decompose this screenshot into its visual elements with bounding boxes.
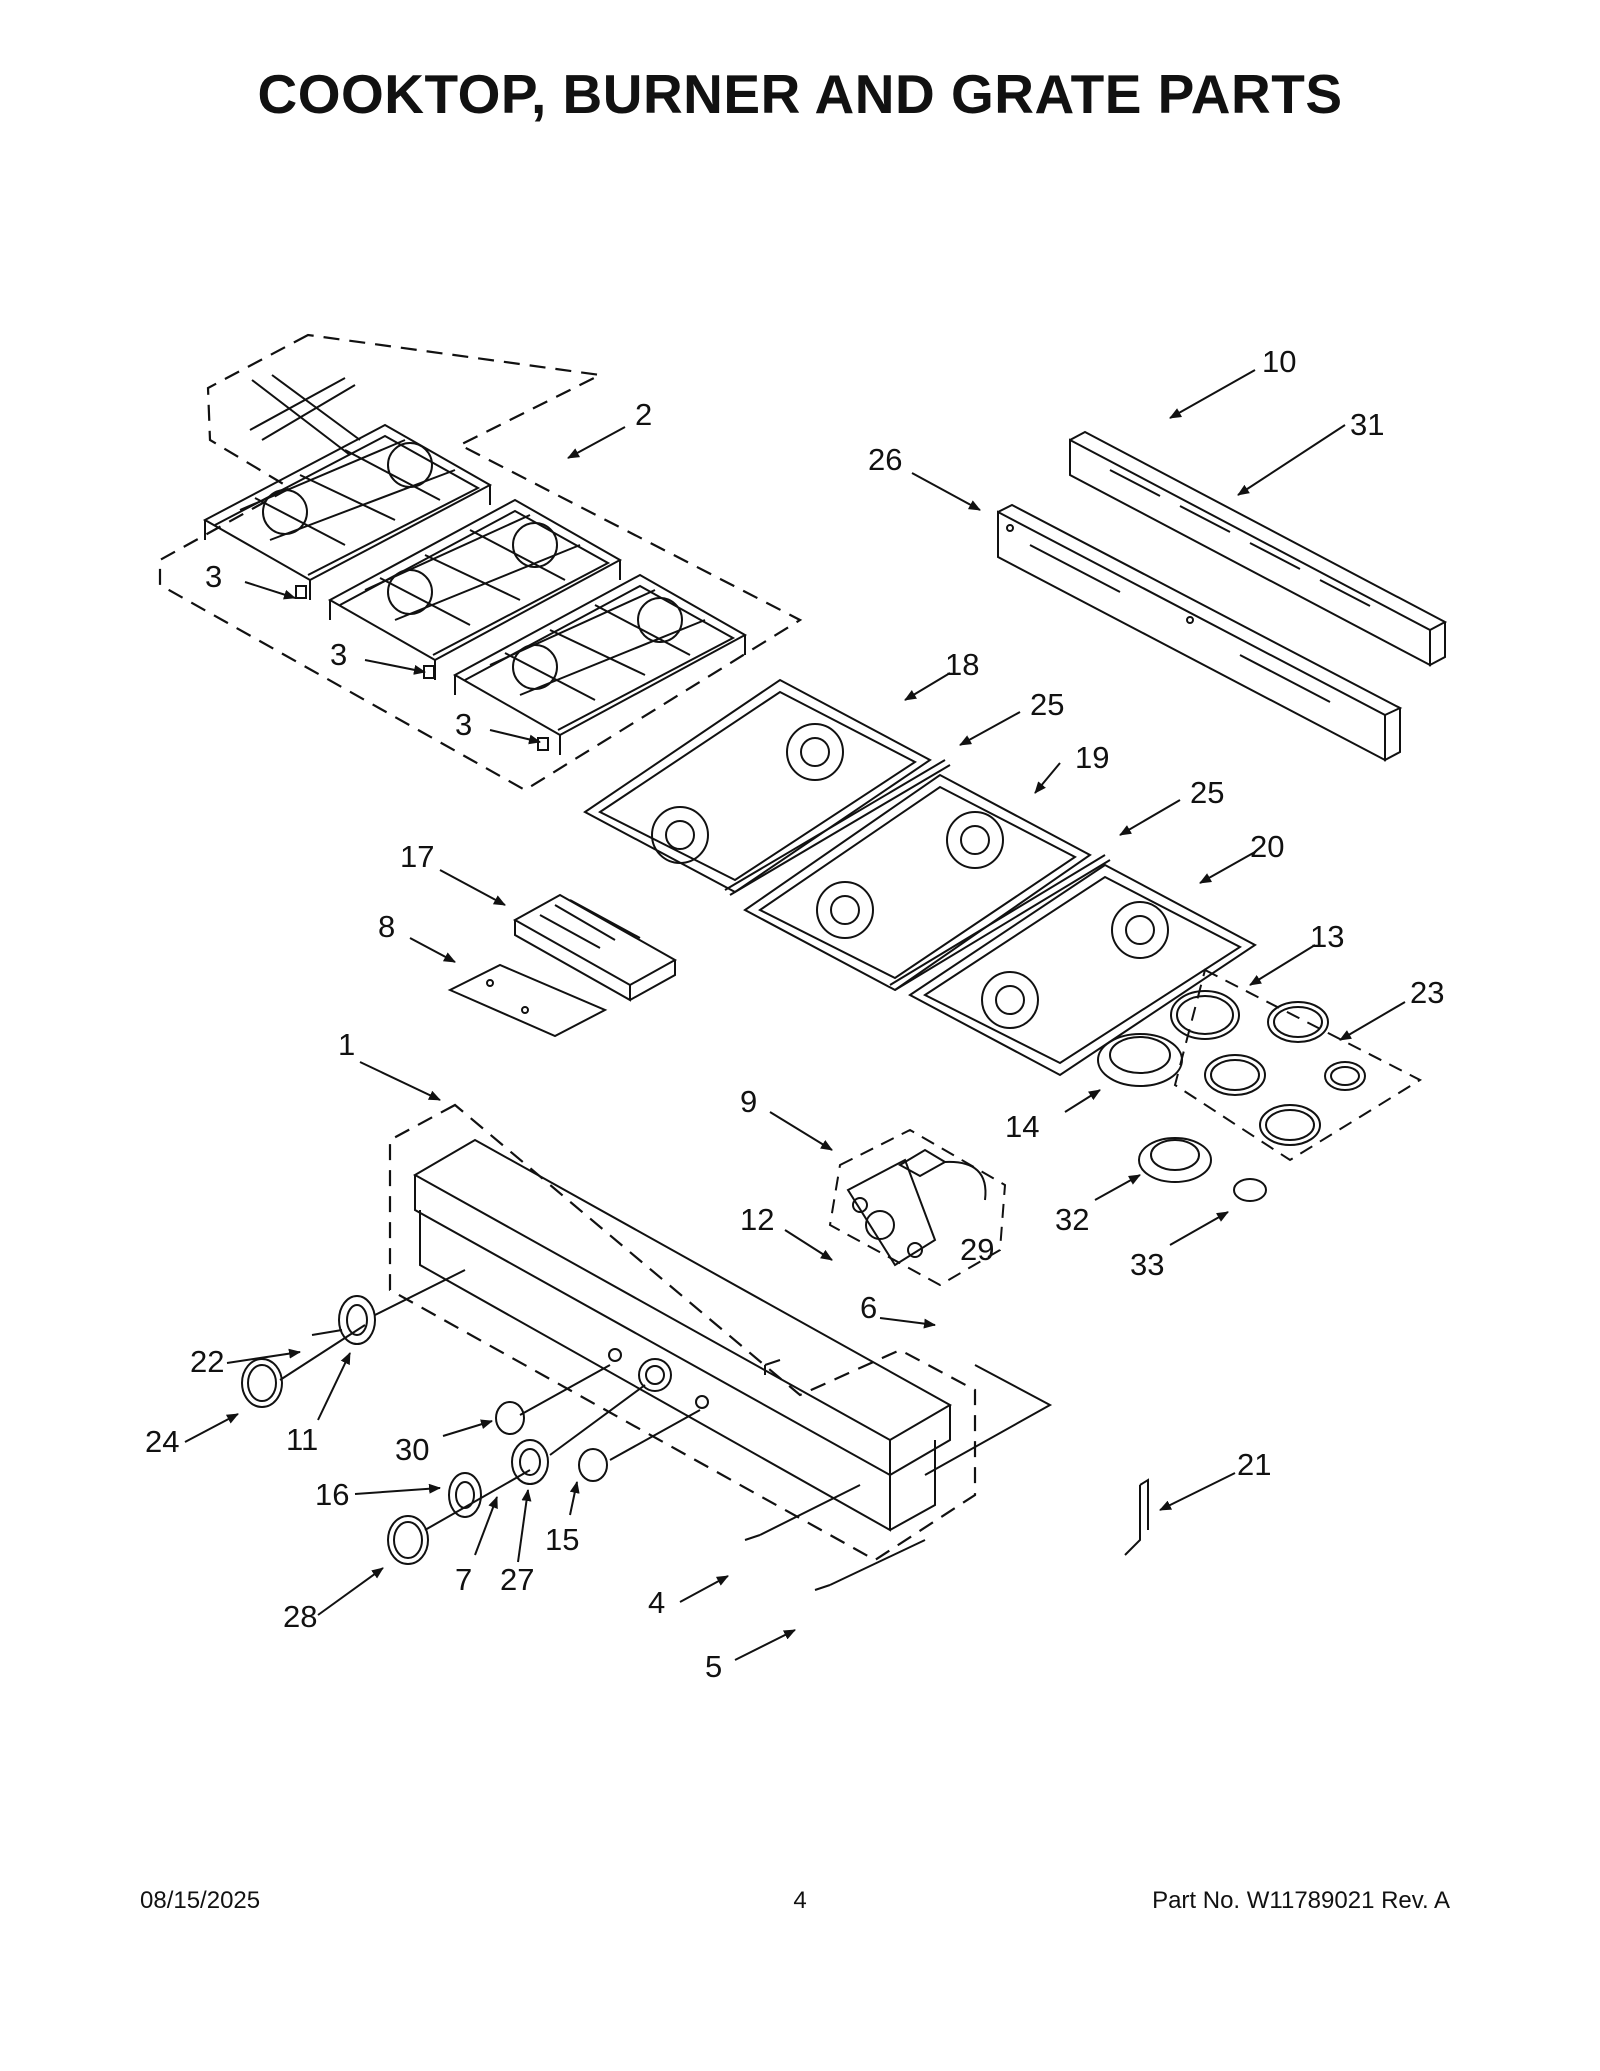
heat-shield xyxy=(447,963,608,1038)
callout-28: 28 xyxy=(283,1599,317,1634)
callout-29: 29 xyxy=(960,1232,994,1267)
mounting-bracket xyxy=(1124,1478,1149,1556)
callout-labels: 1 2 3 3 3 4 5 6 7 8 9 10 11 12 13 14 15 … xyxy=(145,344,1444,1684)
callout-8: 8 xyxy=(378,909,395,944)
footer-date: 08/15/2025 xyxy=(140,1887,261,1914)
callout-24: 24 xyxy=(145,1424,179,1459)
callout-22: 22 xyxy=(190,1344,224,1379)
callout-15: 15 xyxy=(545,1522,579,1557)
footer-page-number: 4 xyxy=(793,1887,807,1914)
leader-lines xyxy=(184,369,1406,1661)
callout-13: 13 xyxy=(1310,919,1344,954)
callout-31: 31 xyxy=(1350,407,1384,442)
callout-25a: 25 xyxy=(1030,687,1064,722)
callout-26: 26 xyxy=(868,442,902,477)
footer-part-number: Part No. W11789021 Rev. A xyxy=(1152,1887,1450,1914)
control-panel-group xyxy=(388,1103,977,1562)
callout-3b: 3 xyxy=(330,637,347,672)
callout-3c: 3 xyxy=(455,707,472,742)
spark-module-group xyxy=(828,1128,1007,1287)
callout-32: 32 xyxy=(1055,1202,1089,1237)
callout-20: 20 xyxy=(1250,829,1284,864)
callout-2: 2 xyxy=(635,397,652,432)
callout-14: 14 xyxy=(1005,1109,1039,1144)
callout-11: 11 xyxy=(286,1422,318,1457)
callout-1: 1 xyxy=(338,1027,355,1062)
callout-27: 27 xyxy=(500,1562,534,1597)
grate-middle xyxy=(327,498,623,680)
control-module xyxy=(512,893,678,1002)
callout-23: 23 xyxy=(1410,975,1444,1010)
burner-trays xyxy=(583,678,1257,1077)
knob-assemblies xyxy=(241,1295,831,1591)
grate-left xyxy=(202,423,493,600)
grates-group xyxy=(158,333,803,792)
page-title: COOKTOP, BURNER AND GRATE PARTS xyxy=(257,63,1343,125)
callout-9: 9 xyxy=(740,1084,757,1119)
callout-18: 18 xyxy=(945,647,979,682)
wok-ring-grate xyxy=(249,374,361,456)
callout-5: 5 xyxy=(705,1649,722,1684)
assembly-lines xyxy=(279,1269,1053,1586)
callout-21: 21 xyxy=(1237,1447,1271,1482)
burner-components xyxy=(1097,968,1423,1202)
callout-33: 33 xyxy=(1130,1247,1164,1282)
callout-25b: 25 xyxy=(1190,775,1224,810)
callout-17: 17 xyxy=(400,839,434,874)
callout-16: 16 xyxy=(315,1477,349,1512)
callout-4: 4 xyxy=(648,1585,665,1620)
callout-30: 30 xyxy=(395,1432,429,1467)
callout-12: 12 xyxy=(740,1202,774,1237)
callout-19: 19 xyxy=(1075,740,1109,775)
grate-right xyxy=(452,573,748,755)
callout-3a: 3 xyxy=(205,559,222,594)
callout-10: 10 xyxy=(1262,344,1296,379)
callout-7: 7 xyxy=(455,1562,472,1597)
callout-6: 6 xyxy=(860,1290,877,1325)
rear-trim-panels xyxy=(997,430,1448,762)
